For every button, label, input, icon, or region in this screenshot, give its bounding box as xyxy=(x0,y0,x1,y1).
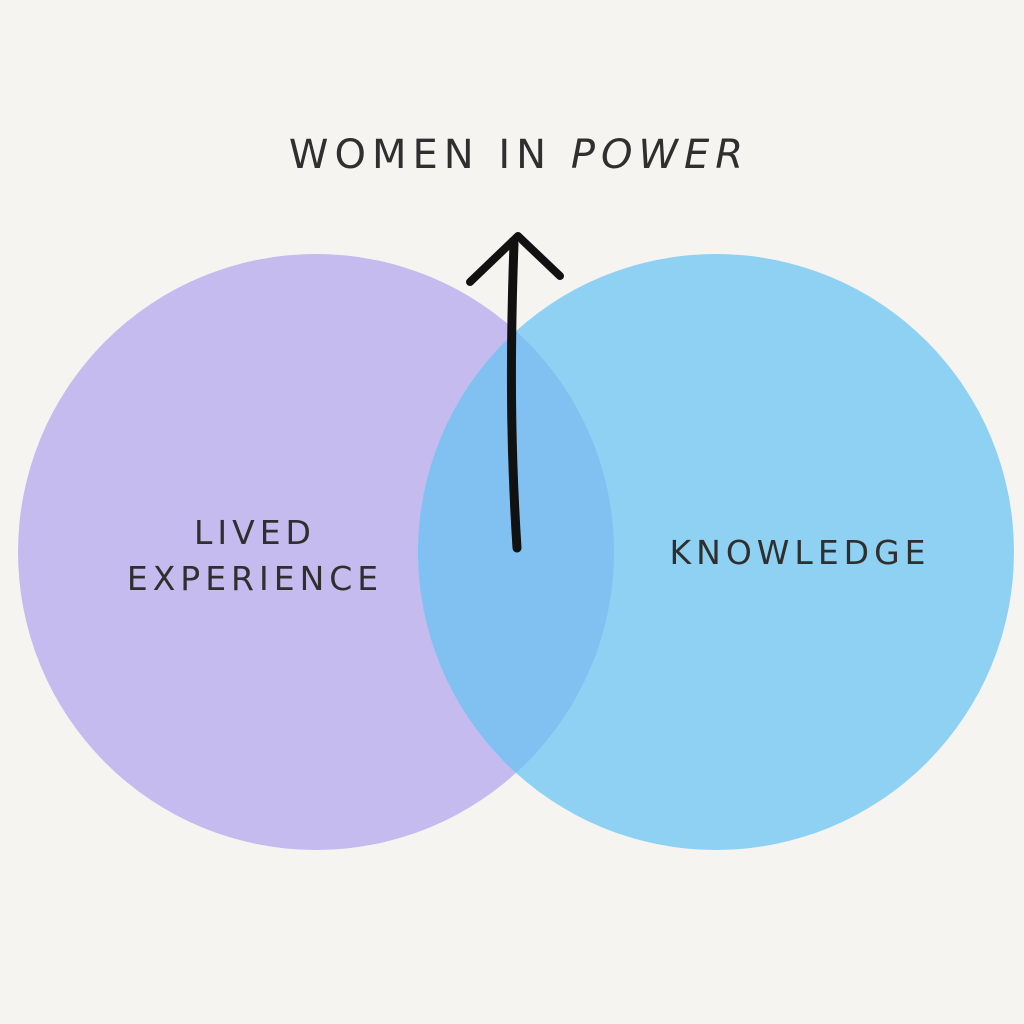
label-lived-experience: LIVED EXPERIENCE xyxy=(80,510,430,602)
title-main: WOMEN IN xyxy=(288,132,553,178)
circle-overlap xyxy=(418,254,614,850)
label-experience: EXPERIENCE xyxy=(126,559,384,598)
page-title: WOMEN IN POWER xyxy=(0,132,1024,178)
label-knowledge: KNOWLEDGE xyxy=(669,533,931,572)
title-emphasis: POWER xyxy=(570,132,750,178)
label-lived: LIVED xyxy=(194,513,316,552)
up-arrow-icon xyxy=(466,232,564,553)
